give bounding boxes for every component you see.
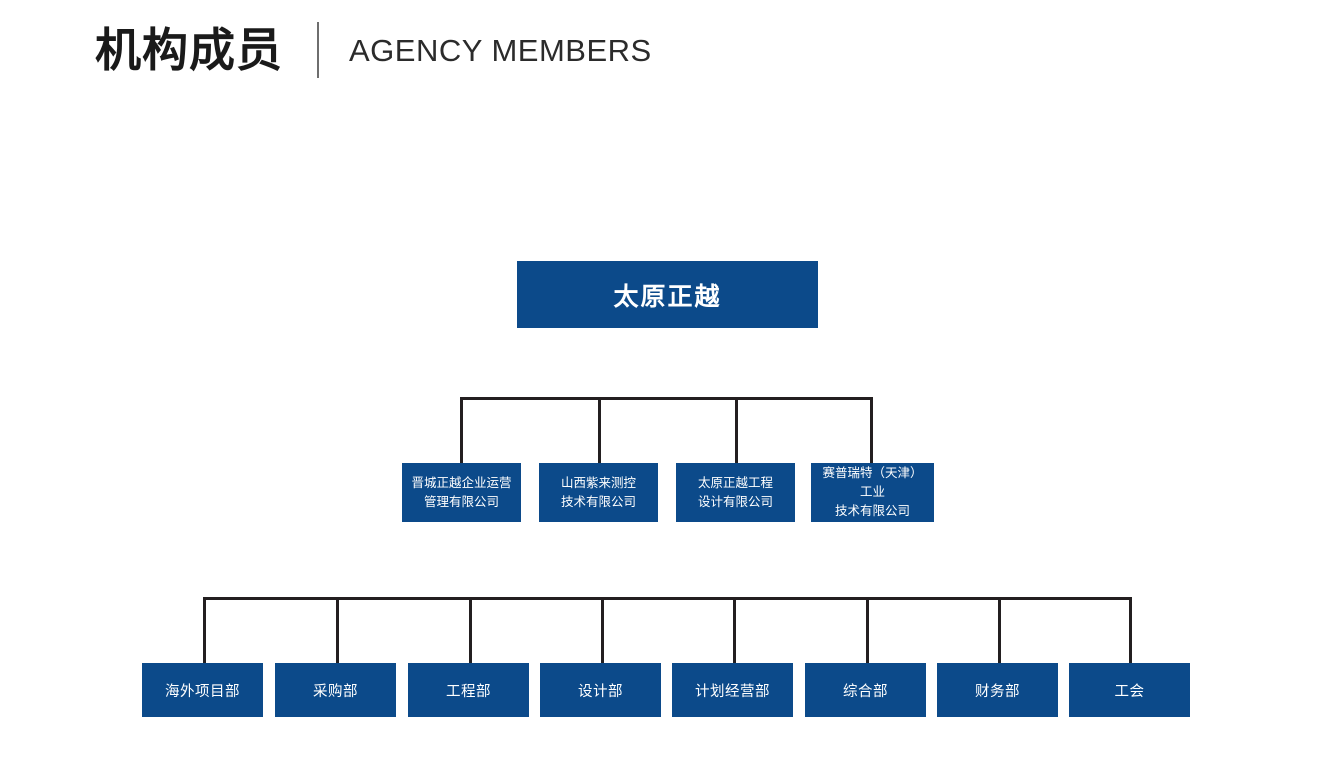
org-node-level3-6-label: 综合部 xyxy=(843,683,888,700)
org-node-level2-4-label: 赛普瑞特（天津）工业 技术有限公司 xyxy=(822,466,923,518)
org-node-level3-5[interactable]: 计划经营部 xyxy=(672,663,793,717)
org-node-level3-4[interactable]: 设计部 xyxy=(540,663,661,717)
org-node-level2-2[interactable]: 山西紫来测控 技术有限公司 xyxy=(539,463,658,522)
page-title-cn: 机构成员 xyxy=(95,24,283,76)
connector-drop-level2-2 xyxy=(598,397,601,467)
connector-drop-level3-6 xyxy=(866,597,869,664)
org-node-level3-3[interactable]: 工程部 xyxy=(408,663,529,717)
connector-drop-level3-2 xyxy=(336,597,339,664)
org-node-root-label: 太原正越 xyxy=(613,282,722,311)
connector-drop-level3-7 xyxy=(998,597,1001,664)
connector-drop-level3-4 xyxy=(601,597,604,664)
org-node-level3-8[interactable]: 工会 xyxy=(1069,663,1190,717)
org-node-level2-3-label: 太原正越工程 设计有限公司 xyxy=(697,475,773,509)
connector-bar-level2 xyxy=(460,397,873,400)
org-node-level2-1[interactable]: 晋城正越企业运营 管理有限公司 xyxy=(402,463,521,522)
org-node-level3-8-label: 工会 xyxy=(1114,683,1145,700)
connector-drop-level3-1 xyxy=(203,597,206,664)
page-title-en: AGENCY MEMBERS xyxy=(349,32,652,68)
org-node-level2-3[interactable]: 太原正越工程 设计有限公司 xyxy=(676,463,795,522)
org-node-level2-2-label: 山西紫来测控 技术有限公司 xyxy=(560,475,636,509)
org-node-level3-6[interactable]: 综合部 xyxy=(805,663,926,717)
connector-drop-level3-8 xyxy=(1129,597,1132,664)
org-node-level3-3-label: 工程部 xyxy=(446,683,491,700)
org-node-level3-7[interactable]: 财务部 xyxy=(937,663,1058,717)
org-node-level3-1-label: 海外项目部 xyxy=(165,683,240,700)
connector-drop-level2-1 xyxy=(460,397,463,467)
page-header: 机构成员 AGENCY MEMBERS xyxy=(95,14,652,86)
org-node-root[interactable]: 太原正越 xyxy=(517,261,818,328)
connector-drop-level2-3 xyxy=(735,397,738,467)
connector-drop-level2-4 xyxy=(870,397,873,467)
connector-drop-level3-3 xyxy=(469,597,472,664)
org-node-level3-2-label: 采购部 xyxy=(313,683,358,700)
connector-bar-level3 xyxy=(203,597,1132,600)
connector-drop-level3-5 xyxy=(733,597,736,664)
org-node-level3-4-label: 设计部 xyxy=(578,683,623,700)
org-node-level2-4[interactable]: 赛普瑞特（天津）工业 技术有限公司 xyxy=(811,463,934,522)
org-node-level3-2[interactable]: 采购部 xyxy=(275,663,396,717)
org-node-level3-5-label: 计划经营部 xyxy=(695,683,770,700)
org-node-level3-1[interactable]: 海外项目部 xyxy=(142,663,263,717)
org-node-level3-7-label: 财务部 xyxy=(975,683,1020,700)
org-node-level2-1-label: 晋城正越企业运营 管理有限公司 xyxy=(411,475,512,509)
header-divider-rule xyxy=(317,22,319,78)
